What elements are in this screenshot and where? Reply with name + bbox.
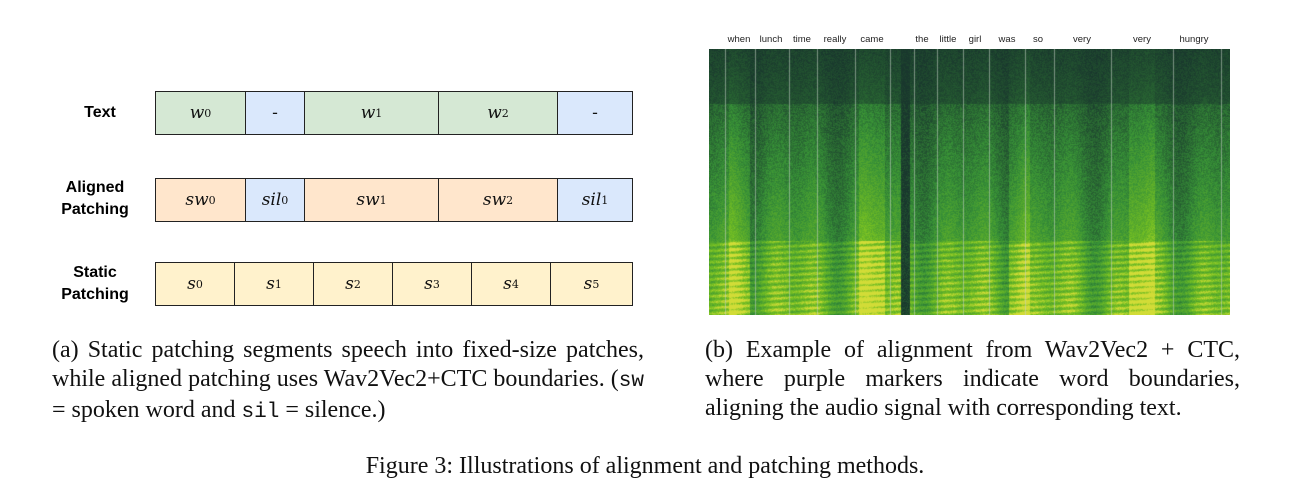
- caption-a-sil-code: sil: [241, 401, 280, 424]
- segment-subscript: 1: [601, 193, 609, 207]
- segment-subscript: 0: [195, 277, 203, 291]
- word-label: very: [1073, 34, 1091, 45]
- segment-symbol: s: [266, 274, 275, 294]
- segment-subscript: 1: [274, 277, 282, 291]
- segment-subscript: 2: [506, 193, 514, 207]
- caption-b: (b) Example of alignment from Wav2Vec2 +…: [705, 337, 1240, 421]
- caption-a-part2: = spoken word and: [52, 397, 242, 423]
- spectrogram-image: [709, 49, 1230, 315]
- segment-symbol: s: [187, 274, 196, 294]
- segment-subscript: 1: [375, 106, 383, 120]
- caption-a: (a) Static patching segments speech into…: [52, 336, 644, 427]
- word-label: was: [998, 34, 1016, 45]
- row-label-static-patching: Static Patching: [61, 264, 129, 303]
- caption-a-sw-code: sw: [618, 370, 644, 393]
- segment-subscript: 4: [511, 277, 519, 291]
- row-label-aligned-patching: Aligned Patching: [61, 179, 129, 218]
- segment-symbol: s: [583, 274, 593, 294]
- segment-subscript: 1: [379, 193, 387, 207]
- segment-subscript: 3: [432, 277, 440, 291]
- segment-symbol: sil: [581, 190, 602, 210]
- segment-symbol: sil: [261, 190, 282, 210]
- word-label: lunch: [759, 34, 783, 45]
- segment-symbol: sw: [185, 190, 209, 210]
- word-label: so: [1032, 34, 1044, 45]
- caption-a-part1: (a) Static patching segments speech into…: [52, 337, 644, 392]
- row-label-text: Text: [84, 104, 116, 121]
- segment-symbol: w: [360, 103, 376, 123]
- segment-symbol: w: [487, 103, 502, 123]
- word-label: very: [1133, 34, 1151, 45]
- segment-symbol: w: [189, 103, 205, 123]
- segment-subscript: 2: [501, 106, 509, 120]
- caption-a-part3: = silence.): [279, 397, 386, 423]
- word-labels: when lunch time really came the little g…: [709, 34, 1230, 48]
- segment-subscript: 2: [353, 277, 361, 291]
- segment-symbol: sw: [356, 190, 380, 210]
- segment-subscript: 0: [204, 106, 212, 120]
- segment-symbol: s: [424, 274, 433, 294]
- word-label: came: [860, 34, 884, 45]
- segment-symbol: s: [345, 274, 354, 294]
- segment-symbol: -: [592, 103, 598, 123]
- segment-symbol: s: [503, 274, 512, 294]
- segment-subscript: 5: [592, 277, 600, 291]
- word-label: the: [915, 34, 929, 45]
- segment-gap-1: -: [557, 91, 633, 135]
- word-label: girl: [968, 34, 982, 45]
- segment-symbol: sw: [482, 190, 507, 210]
- figure-caption: Figure 3: Illustrations of alignment and…: [365, 453, 925, 479]
- segment-subscript: 0: [281, 193, 289, 207]
- word-label: hungry: [1179, 34, 1209, 45]
- segment-gap-0: -: [245, 91, 305, 135]
- segment-subscript: 0: [208, 193, 216, 207]
- word-label: really: [823, 34, 847, 45]
- word-label: time: [793, 34, 811, 45]
- word-label: when: [727, 34, 751, 45]
- word-label: little: [939, 34, 957, 45]
- segment-symbol: -: [272, 103, 278, 123]
